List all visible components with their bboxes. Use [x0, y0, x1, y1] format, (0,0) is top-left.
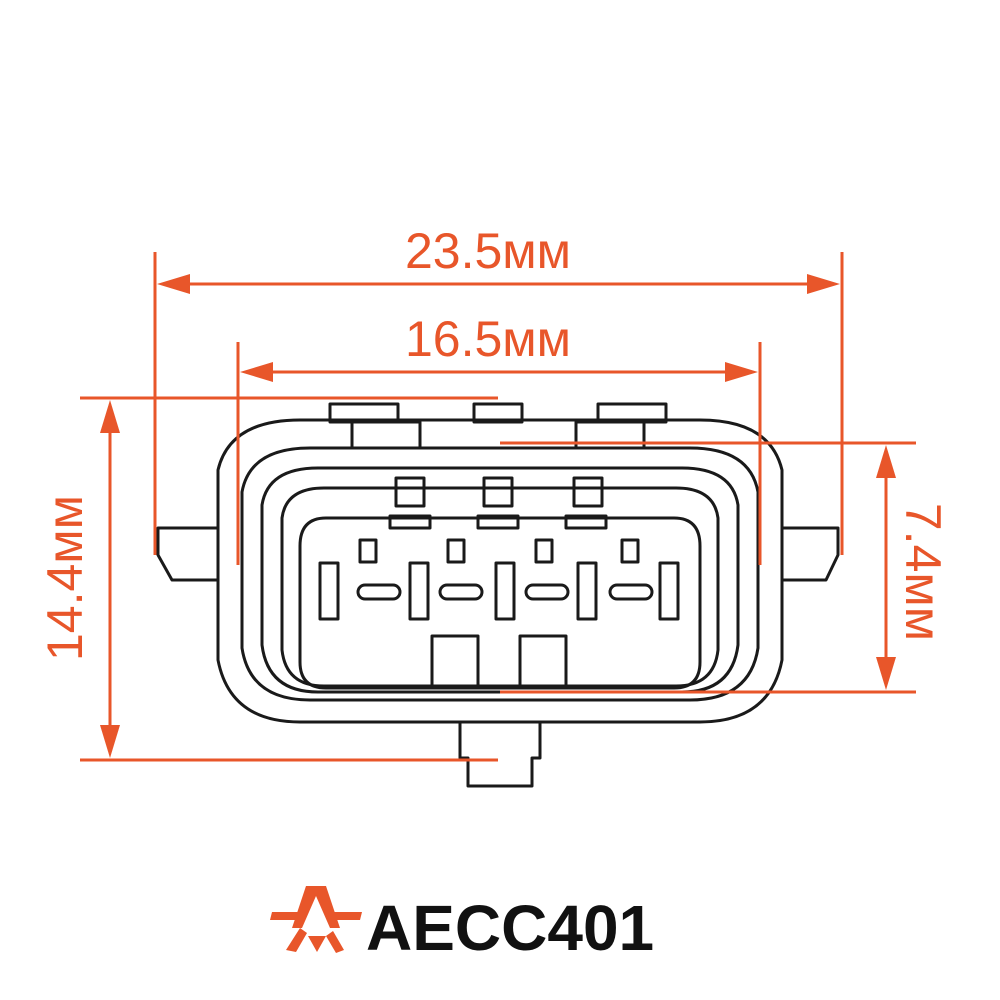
overall-height-label: 14.4мм: [37, 495, 93, 661]
terminal-slot-3: [564, 514, 608, 530]
arrow-up-icon: [876, 445, 896, 478]
shell-inner-1: [240, 446, 760, 702]
terminal-window-1: [394, 476, 426, 508]
connector-body: [156, 402, 840, 788]
pin-cavity: [298, 516, 702, 690]
contact-oval-1: [356, 583, 402, 601]
top-tab-center: [472, 402, 524, 424]
arrow-up-icon: [100, 400, 120, 433]
arrow-right-icon: [807, 274, 840, 294]
shell-inner-3: [280, 486, 720, 688]
dimension-inner-width: [236, 342, 762, 565]
dimension-inner-height: [500, 441, 916, 694]
inner-width-label: 16.5мм: [405, 311, 571, 367]
terminal-window-3: [572, 476, 604, 508]
blade-pin-3: [494, 561, 516, 621]
key-block-left: [430, 634, 480, 690]
bottom-key: [458, 722, 542, 788]
pin-marker-4: [620, 538, 640, 564]
contact-oval-2: [438, 583, 484, 601]
blade-pin-5: [658, 561, 680, 621]
arrow-down-icon: [876, 657, 896, 690]
blade-pin-1: [318, 561, 340, 621]
pin-marker-1: [358, 538, 378, 564]
a-star-logo-icon: [270, 886, 362, 953]
key-block-right: [518, 634, 568, 690]
terminal-slot-1: [388, 514, 432, 530]
overall-width-label: 23.5мм: [405, 223, 571, 279]
shell-inner-2: [260, 466, 740, 694]
dimension-overall-width: [153, 252, 844, 555]
inner-height-label: 7.4мм: [895, 503, 951, 641]
top-tab-right-base: [574, 420, 646, 450]
terminal-window-2: [482, 476, 514, 508]
side-ear-left: [156, 526, 218, 582]
dimension-overall-height: [80, 396, 498, 762]
terminal-slot-2: [476, 514, 520, 530]
contact-oval-3: [524, 583, 570, 601]
arrow-left-icon: [240, 362, 273, 382]
arrow-down-icon: [100, 725, 120, 758]
pin-marker-3: [534, 538, 554, 564]
top-tab-left-base: [350, 420, 422, 450]
blade-pin-2: [408, 561, 430, 621]
side-ear-right: [782, 526, 840, 582]
model-number: AECC401: [366, 892, 654, 964]
pin-marker-2: [446, 538, 466, 564]
arrow-right-icon: [725, 362, 758, 382]
arrow-left-icon: [157, 274, 190, 294]
contact-oval-4: [608, 583, 654, 601]
blade-pin-4: [576, 561, 598, 621]
